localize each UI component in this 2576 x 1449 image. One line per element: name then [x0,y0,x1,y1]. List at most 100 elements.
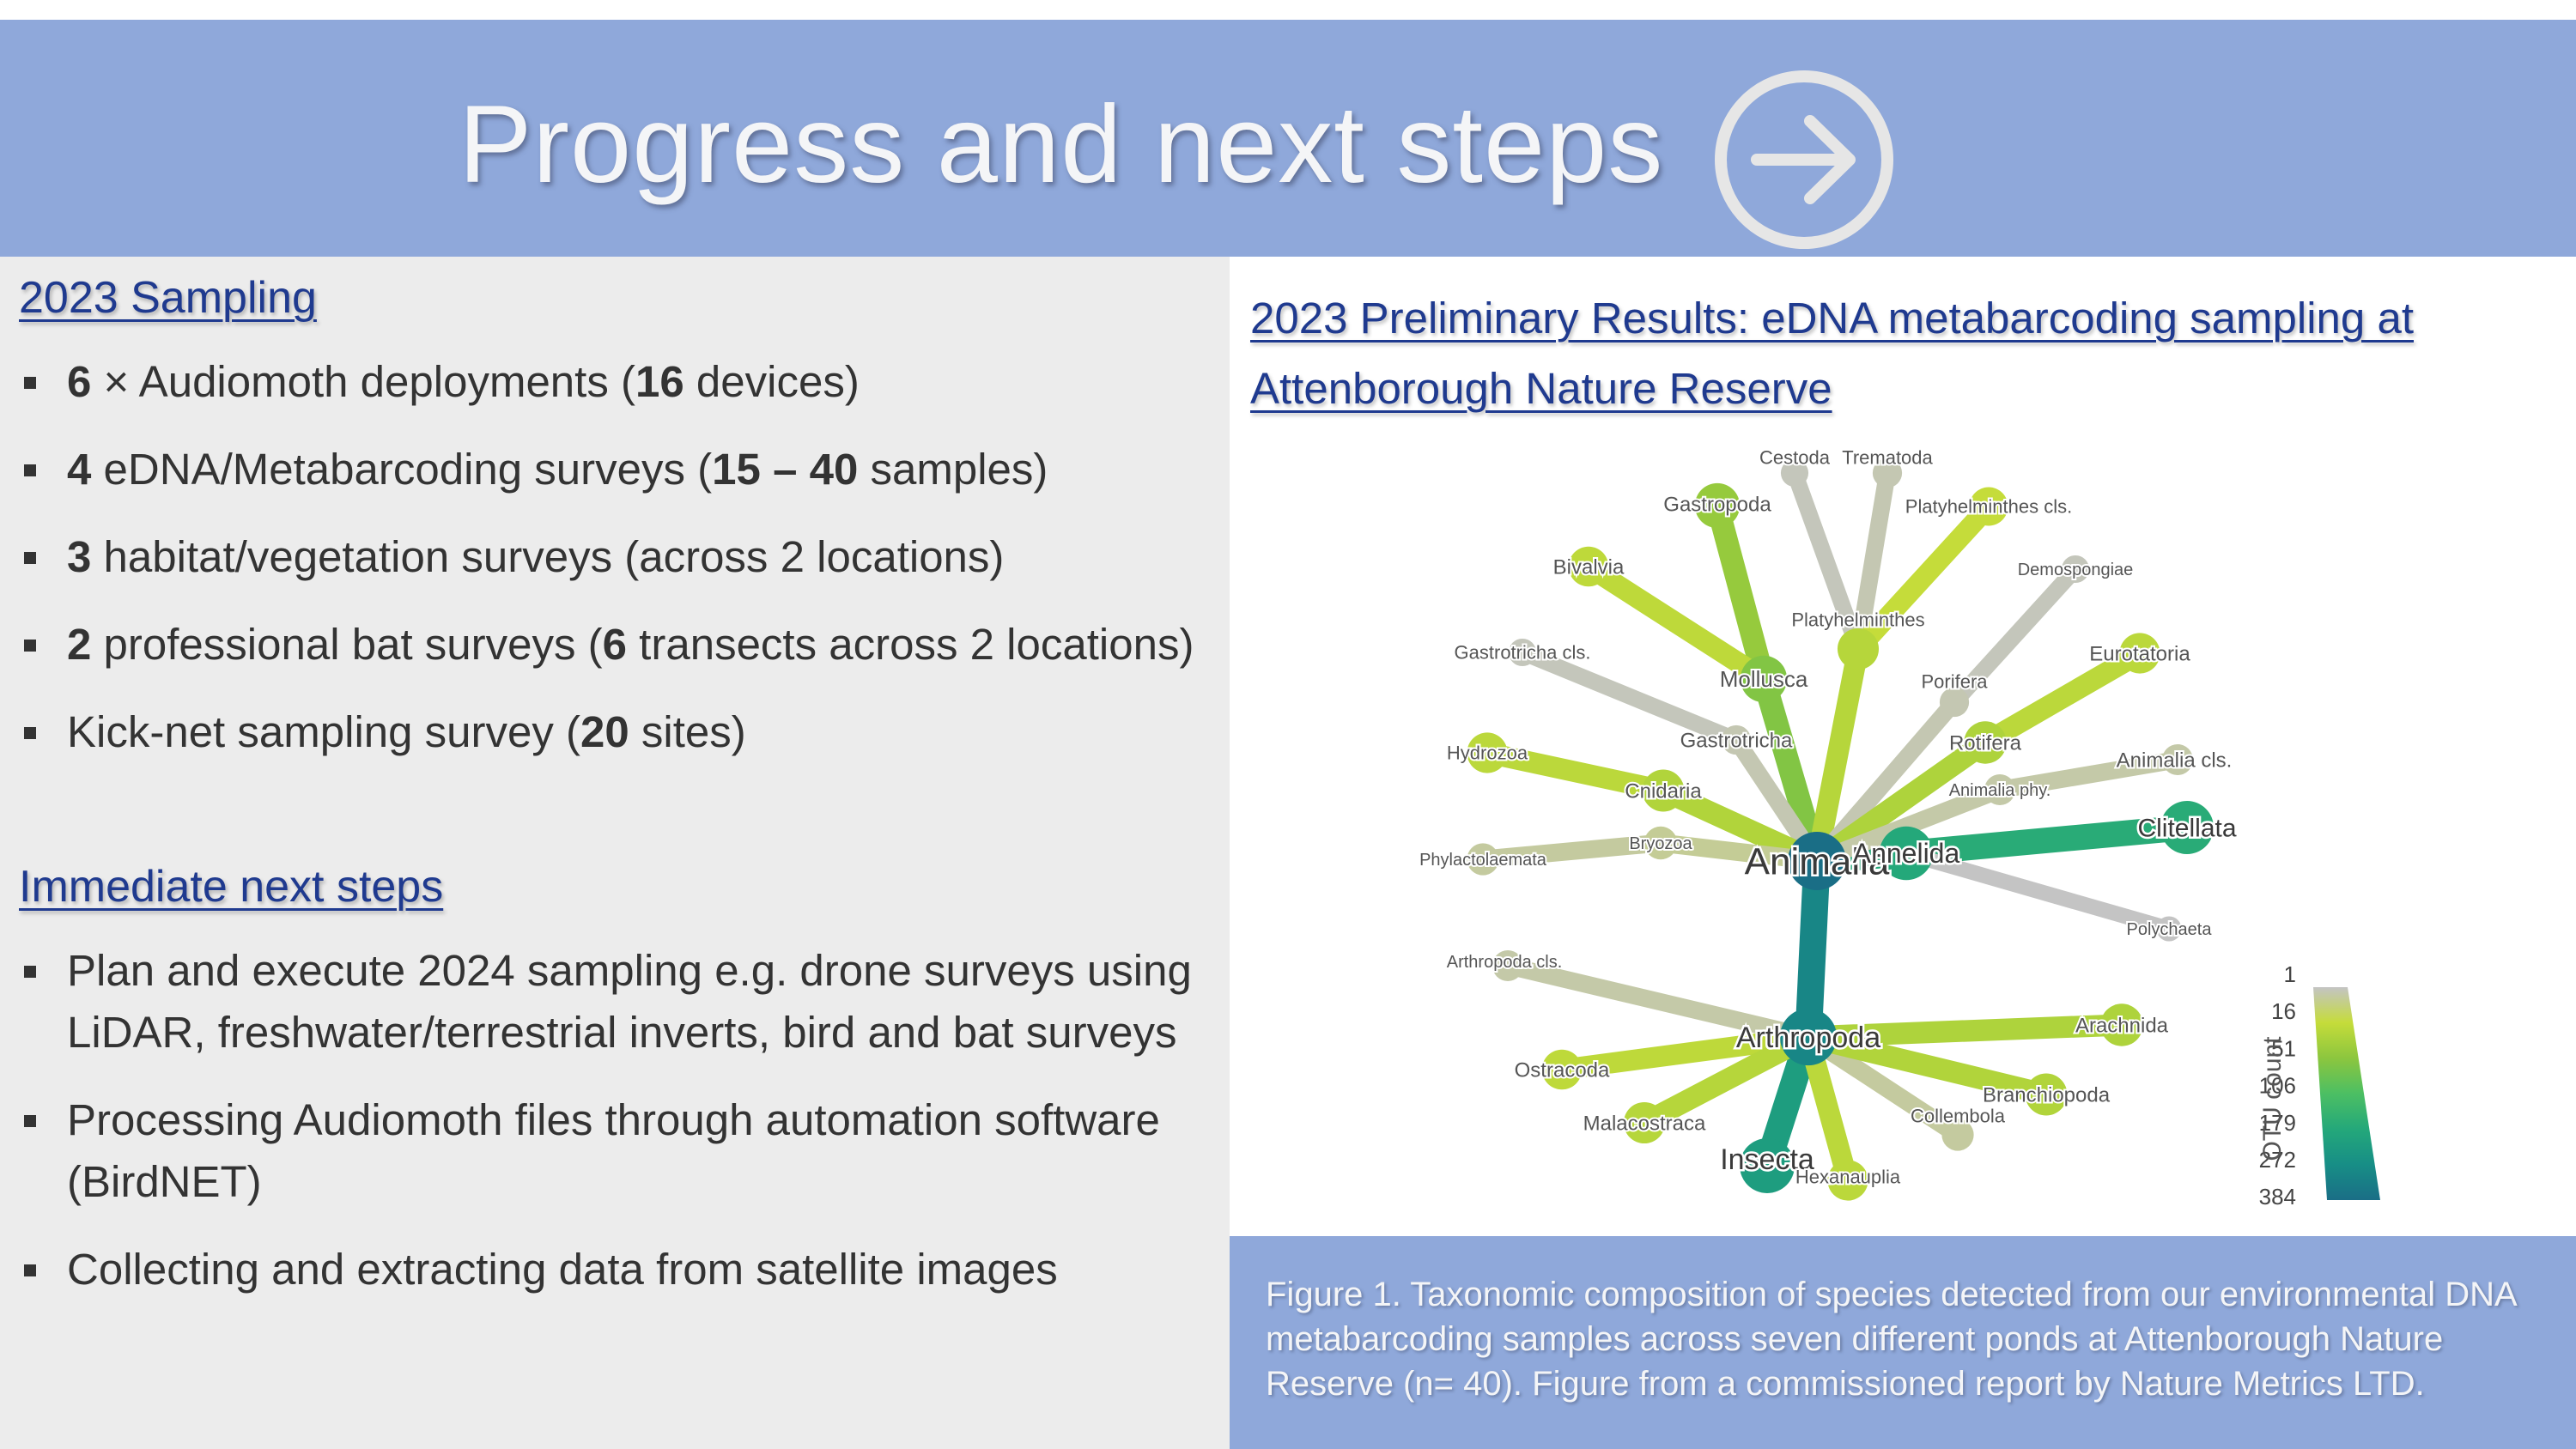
tree-edge-hydrozoa [1476,742,1674,802]
tree-edge-trematoda [1850,464,1896,658]
tree-edge-arachnida [1797,1014,2133,1048]
tree-edge-branchiopoda [1797,1026,2057,1106]
tree-label-malacostraca: Malacostraca [1583,1112,1706,1135]
colorbar-tick-label: 51 [2271,1035,2296,1061]
tree-label-clitellata: Clitellata [2137,815,2236,843]
tree-label-hexanauplia: Hexanauplia [1795,1167,1901,1188]
bullet-square-icon [24,464,36,476]
colorbar-wedge [2313,987,2380,1200]
colorbar-title: OTU count [2258,1036,2287,1161]
sampling-heading: 2023 Sampling [19,273,317,323]
tree-node-cnidaria [1642,769,1685,812]
sampling-list: 6 × Audiomoth deployments (16 devices) 4 … [19,351,1221,789]
next-item: Plan and execute 2024 sampling e.g. dron… [19,940,1221,1064]
tree-labels: AnimaliaArthropodaInsectaAnnelidaClitell… [1418,446,2239,1190]
tree-label-collembola: Collembola [1911,1106,2006,1127]
figure-caption: Figure 1. Taxonomic composition of speci… [1266,1276,2516,1403]
next-steps-heading: Immediate next steps [19,862,444,912]
tree-label-cnidaria: Cnidaria [1625,779,1702,803]
colorbar-tick-label: 106 [2259,1073,2296,1099]
colorbar-tick-label: 272 [2259,1147,2296,1173]
colorbar-tick-label: 16 [2271,998,2296,1024]
tree-label-demospongiae: Demospongiae [2018,561,2134,579]
tree-label-insecta: Insecta [1720,1143,1814,1176]
tree-node-clitellata [2160,800,2215,855]
colorbar-tick-label: 1 [2284,961,2296,987]
tree-label-arthropoda: Arthropoda [1736,1022,1880,1054]
tree-label-trematoda: Trematoda [1842,447,1933,469]
colorbar-tick-label: 384 [2259,1184,2296,1210]
tree-label-platyhelminthes-cls: Platyhelminthes cls. [1905,496,2072,518]
tree-node-platyhelminthes [1837,627,1880,670]
tree-label-porifera: Porifera [1921,671,1988,693]
figure-caption-box: Figure 1. Taxonomic composition of speci… [1230,1236,2576,1449]
tree-edge-arthropoda-cls [1498,956,1818,1046]
tree-edge-phylactolaemata [1473,834,1670,869]
tree-label-cestoda: Cestoda [1759,447,1831,469]
tree-edge-gastropoda [1705,494,1776,691]
arrow-right-circle-icon [1715,70,1893,249]
tree-label-arachnida: Arachnida [2075,1014,2169,1037]
tree-label-eurotatoria: Eurotatoria [2089,642,2190,665]
tree-label-rotifera: Rotifera [1949,731,2022,755]
tree-node-arthropoda [1779,1008,1838,1066]
tree-node-hydrozoa [1467,732,1508,773]
sampling-item: Kick-net sampling survey (20 sites) [19,701,1221,763]
tree-node-arthropoda-cls [1492,950,1523,981]
tree-node-animalia-cls [2162,744,2193,775]
otu-colorbar: 1 16 51 106 179 272 384 OTU count [2258,961,2380,1210]
tree-label-platyhelminthes: Platyhelminthes [1791,609,1924,631]
tree-edge-animalia-cls [1990,750,2187,799]
tree-node-platyhelminthes-cls [1969,487,2008,526]
tree-edge-arthropoda [1795,847,1831,1051]
bullet-square-icon [24,552,36,564]
tree-nodes [1467,458,2215,1201]
tree-label-branchiopoda: Branchiopoda [1983,1083,2111,1106]
taxonomic-tree: AnimaliaArthropodaInsectaAnnelidaClitell… [1418,446,2380,1210]
tree-label-gastrotricha: Gastrotricha [1680,729,1793,752]
tree-node-polychaeta [2156,916,2182,942]
tree-node-eurotatoria [2119,633,2160,674]
tree-node-malacostraca [1623,1101,1666,1144]
tree-edge-ostracoda [1551,1026,1820,1081]
slide-title: Progress and next steps [459,83,1664,206]
next-item: Collecting and extracting data from sate… [19,1239,1221,1300]
tree-node-gastrotricha [1721,724,1752,755]
tree-edge-cestoda [1786,464,1867,658]
tree-node-arachnida [2100,1003,2143,1046]
tree-node-ostracoda [1541,1049,1583,1090]
bullet-square-icon [24,1264,36,1276]
tree-label-bryozoa: Bryozoa [1629,834,1692,853]
sampling-item: 4 eDNA/Metabarcoding surveys (15 – 40 sa… [19,439,1221,500]
tree-label-gastropoda: Gastropoda [1663,493,1771,516]
tree-edge-clitellata [1893,815,2200,866]
tree-node-insecta [1740,1138,1795,1193]
bullet-square-icon [24,966,36,978]
tree-node-hexanauplia [1827,1160,1868,1201]
tree-node-annelida [1879,826,1934,881]
tree-label-bivalvia: Bivalvia [1553,555,1625,579]
tree-edge-animalia-phy [1807,780,2009,870]
tree-node-bivalvia [1568,546,1609,587]
tree-node-mollusca [1740,655,1788,703]
title-banner: Progress and next steps [0,20,2576,257]
tree-label-animalia-cls: Animalia cls. [2117,749,2233,772]
sampling-item: 2 professional bat surveys (6 transects … [19,614,1221,676]
tree-edge-bivalvia [1577,555,1775,690]
tree-label-polychaeta: Polychaeta [2127,920,2213,939]
tree-node-phylactolaemata [1467,843,1499,876]
bullet-square-icon [24,377,36,389]
tree-edge-demospongiae [1946,561,2084,711]
next-steps-list: Plan and execute 2024 sampling e.g. dron… [19,940,1221,1326]
bullet-square-icon [24,1115,36,1127]
colorbar-tick-label: 179 [2259,1110,2296,1136]
tree-edge-gastrotricha-cls [1514,644,1745,749]
tree-node-gastrotricha-cls [1508,638,1537,667]
progress-panel: 2023 Sampling 6 × Audiomoth deployments … [0,257,1230,1449]
sampling-item: 6 × Audiomoth deployments (16 devices) [19,351,1221,413]
next-item: Processing Audiomoth files through autom… [19,1089,1221,1213]
results-title: 2023 Preliminary Results: eDNA metabarco… [1250,294,2414,413]
tree-label-annelida: Annelida [1853,838,1960,869]
tree-edge-platyhelminthes-cls [1848,496,1999,659]
bullet-square-icon [24,640,36,652]
